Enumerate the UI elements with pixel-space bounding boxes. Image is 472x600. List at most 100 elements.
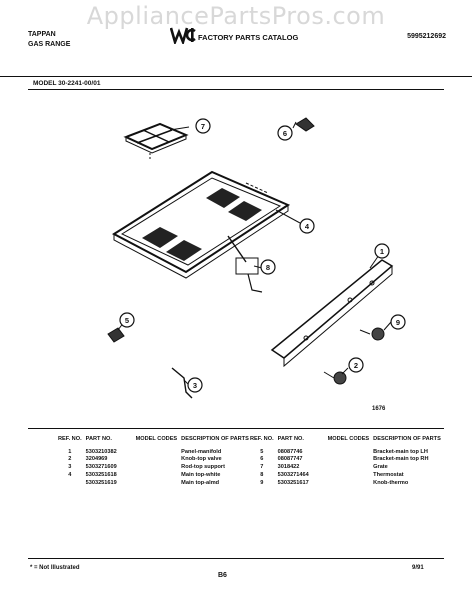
ref-cell: 1: [68, 448, 72, 455]
model-code-cell: [326, 480, 372, 488]
footer-rule: [28, 558, 444, 559]
table-row: 9 5303251617 Knob-thermo: [248, 480, 445, 488]
part-number-cell: 5303251618: [85, 471, 117, 478]
model-code-cell: [134, 449, 180, 457]
model-code-cell: [326, 456, 372, 464]
ref-cell: [56, 480, 84, 488]
callout-1: 1: [380, 247, 384, 256]
footnote: * = Not Illustrated: [30, 565, 80, 571]
part-number-cell: 3204969: [85, 456, 108, 463]
callout-2: 2: [354, 361, 358, 370]
desc-header: DESCRIPTION OF PARTS: [181, 436, 249, 442]
callout-circle-5: [119, 312, 135, 328]
description-cell: Knob-thermo: [373, 479, 409, 486]
callout-circle-6: [277, 125, 293, 141]
callout-circle-7: [195, 118, 211, 134]
model-code-cell: [134, 480, 180, 488]
page-number: B6: [218, 572, 227, 579]
ref-cell: 8: [260, 471, 264, 478]
callout-3: 3: [193, 381, 197, 390]
part-number-cell: 5303210382: [85, 448, 117, 455]
callout-8: 8: [266, 263, 270, 272]
part-number-cell: 5303251619: [85, 479, 117, 486]
callout-circle-2: [348, 357, 364, 373]
callout-circle-9: [390, 314, 406, 330]
callout-circle-4: [299, 218, 315, 234]
parts-table-right: REF. NO. PART NO. MODEL CODES DESCRIPTIO…: [248, 436, 445, 488]
part-number-cell: 5303271464: [277, 471, 309, 478]
description-cell: Bracket-main top LH: [373, 448, 428, 455]
rod-part: [171, 367, 193, 399]
description-cell: Bracket-main top RH: [373, 456, 429, 463]
description-cell: Grate: [373, 464, 388, 471]
ref-cell: 7: [260, 464, 264, 471]
brand-label: TAPPAN: [28, 31, 56, 38]
description-cell: Thermostat: [373, 471, 404, 478]
callout-4: 4: [305, 222, 310, 231]
catalog-number: 5995212692: [407, 33, 446, 40]
table-row: 5 08087746 Bracket-main top LH: [248, 449, 445, 457]
model-number: MODEL 30-2241-00/01: [33, 80, 101, 87]
model-header: MODEL CODES: [135, 436, 178, 442]
model-code-cell: [134, 456, 180, 464]
table-header-row: REF. NO. PART NO. MODEL CODES DESCRIPTIO…: [248, 436, 445, 449]
bracket-rh-part: [295, 117, 315, 132]
model-code-cell: [134, 464, 180, 472]
model-code-cell: [326, 449, 372, 457]
table-row: 8 5303271464 Thermostat: [248, 472, 445, 480]
ref-header: REF. NO.: [250, 436, 274, 442]
product-label: GAS RANGE: [28, 41, 71, 48]
ref-header: REF. NO.: [58, 436, 82, 442]
wci-logo: [170, 27, 196, 44]
exploded-parts-diagram: 1 2 3 4 5 6 7 8 9: [107, 117, 406, 399]
ref-cell: 3: [68, 464, 72, 471]
model-code-cell: [326, 464, 372, 472]
table-row: 1 5303210382 Panel-manifold: [56, 449, 253, 457]
catalog-title: FACTORY PARTS CATALOG: [198, 33, 299, 42]
description-cell: Main top-almd: [181, 479, 220, 486]
ref-cell: 5: [260, 448, 264, 455]
parts-table-left: REF. NO. PART NO. MODEL CODES DESCRIPTIO…: [56, 436, 253, 488]
ref-cell: 6: [260, 456, 264, 463]
callout-circle-1: [374, 243, 390, 259]
part-header: PART NO.: [277, 436, 304, 442]
callout-9: 9: [396, 318, 400, 327]
callout-6: 6: [283, 129, 287, 138]
model-code-cell: [134, 472, 180, 480]
description-cell: Main top-white: [181, 471, 221, 478]
table-top-rule: [28, 428, 444, 429]
main-top-part: [112, 170, 291, 279]
header-rule: [0, 76, 472, 77]
callout-circle-8: [260, 259, 276, 275]
table-row: 5303251619 Main top-almd: [56, 480, 253, 488]
grate-part: [123, 122, 189, 160]
part-header: PART NO.: [85, 436, 112, 442]
description-cell: Panel-manifold: [181, 448, 222, 455]
model-code-cell: [326, 472, 372, 480]
callout-7: 7: [201, 122, 205, 131]
part-number-cell: 5303251617: [277, 479, 309, 486]
table-row: 7 3018422 Grate: [248, 464, 445, 472]
bracket-lh-part: [107, 327, 125, 343]
model-rule: [28, 89, 444, 90]
table-row: 4 5303251618 Main top-white: [56, 472, 253, 480]
ref-cell: 2: [68, 456, 72, 463]
thermostat-part: [227, 235, 263, 293]
knob-top-valve-part: [323, 371, 347, 385]
part-number-cell: 3018422: [277, 464, 300, 471]
callout-circle-3: [187, 377, 203, 393]
ref-cell: 4: [68, 471, 72, 478]
ref-cell: 9: [260, 479, 264, 486]
manifold-panel-part: [270, 259, 394, 368]
part-number-cell: 08087746: [277, 448, 303, 455]
revision-date: 9/91: [412, 565, 424, 571]
knob-thermo-part: [359, 327, 385, 341]
callout-5: 5: [125, 316, 129, 325]
table-header-row: REF. NO. PART NO. MODEL CODES DESCRIPTIO…: [56, 436, 253, 449]
figure-number: 1676: [372, 406, 386, 412]
